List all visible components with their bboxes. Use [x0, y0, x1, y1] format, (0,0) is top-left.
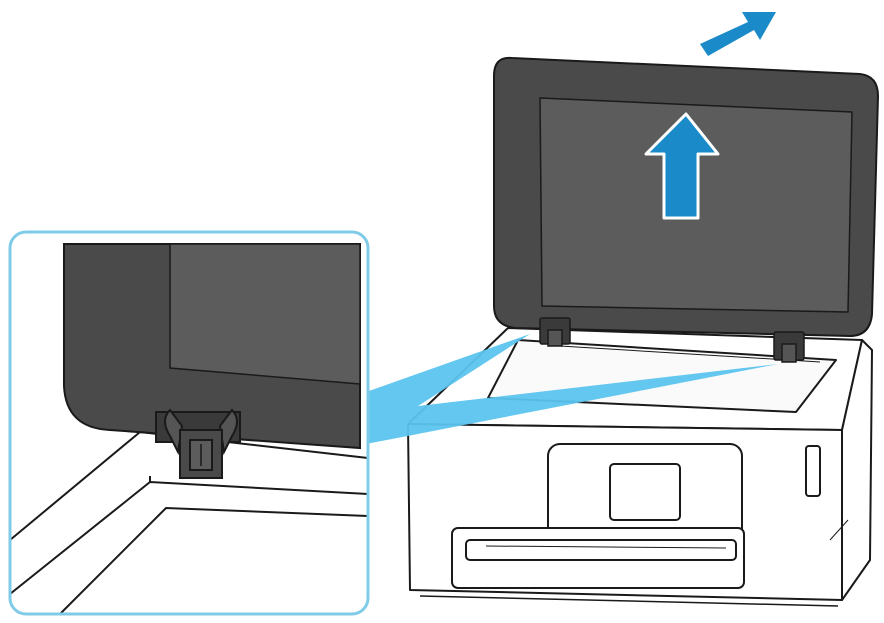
remove-direction-arrow-icon: [700, 12, 776, 56]
touch-screen: [609, 463, 681, 521]
callout-platen: [10, 430, 368, 614]
printer-right-side: [841, 339, 873, 601]
callout-beam: [366, 334, 778, 444]
hinge-left: [539, 317, 571, 347]
lift-up-arrow-icon: [644, 112, 720, 220]
callout-border: [8, 230, 370, 616]
hinge-right: [773, 331, 805, 363]
output-slot: [465, 539, 737, 561]
printer-body: [407, 327, 873, 607]
side-slot: [805, 445, 821, 497]
callout-panel: [8, 230, 370, 616]
callout-cover-inner: [169, 243, 361, 385]
callout-hinge: [155, 408, 241, 479]
